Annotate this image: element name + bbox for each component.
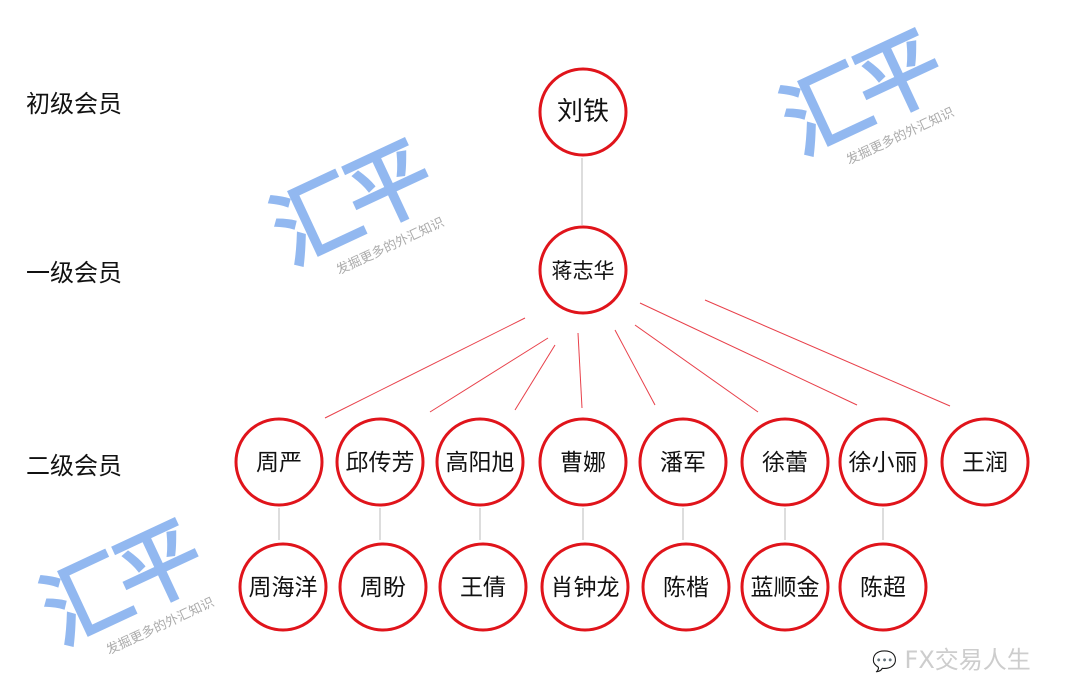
node-level3-circle [338,542,428,632]
node-level2-label: 徐蕾 [762,450,808,476]
node-level3-circle [641,542,731,632]
wechat-brand: 💬 FX交易人生 [872,640,1031,675]
edge-level1-level2 [577,332,583,409]
node-level3-label: 陈超 [860,575,906,601]
edge-level1-level2 [614,329,656,406]
node-level3-circle [540,542,630,632]
edge-level1-level2 [639,302,858,406]
node-level2-circle [538,417,628,507]
node-root-circle [538,67,628,157]
node-level2-label: 曹娜 [560,450,606,476]
node-level3-label: 陈楷 [663,575,709,601]
node-level1-label: 蒋志华 [552,259,615,283]
brand-text: FX交易人生 [904,646,1031,674]
edge-level1-level2 [429,337,549,413]
edge-level1-level2 [634,324,759,413]
node-level3-label: 蓝顺金 [751,575,820,601]
edge-level1-level2 [324,317,526,419]
edge-level1-level2 [704,299,951,407]
node-level3-label: 王倩 [460,575,506,601]
node-level2-circle [234,417,324,507]
node-level3-label: 周盼 [360,575,406,601]
node-level2-label: 邱传芳 [346,450,415,476]
node-level3-label: 肖钟龙 [551,575,620,601]
node-level2-label: 高阳旭 [446,450,515,476]
node-level2-circle [838,417,928,507]
node-level2-circle [335,417,425,507]
node-level3-circle [238,542,328,632]
node-level2-circle [940,417,1030,507]
node-level2-label: 周严 [256,450,302,476]
node-level1-circle [538,225,628,315]
wechat-icon: 💬 [872,649,897,673]
edge-level1-level2 [514,344,556,411]
node-root-label: 刘铁 [557,97,609,127]
node-level2-circle [435,417,525,507]
level-label-first: 一级会员 [26,259,122,287]
node-level2-label: 王润 [962,450,1008,476]
level-label-second: 二级会员 [26,452,122,480]
node-level3-circle [838,542,928,632]
node-level3-circle [740,542,830,632]
node-level2-label: 徐小丽 [849,450,918,476]
node-level2-label: 潘军 [660,450,706,476]
node-level3-circle [438,542,528,632]
node-level2-circle [638,417,728,507]
node-level3-label: 周海洋 [249,575,318,601]
level-label-junior: 初级会员 [26,90,122,118]
node-level2-circle [740,417,830,507]
